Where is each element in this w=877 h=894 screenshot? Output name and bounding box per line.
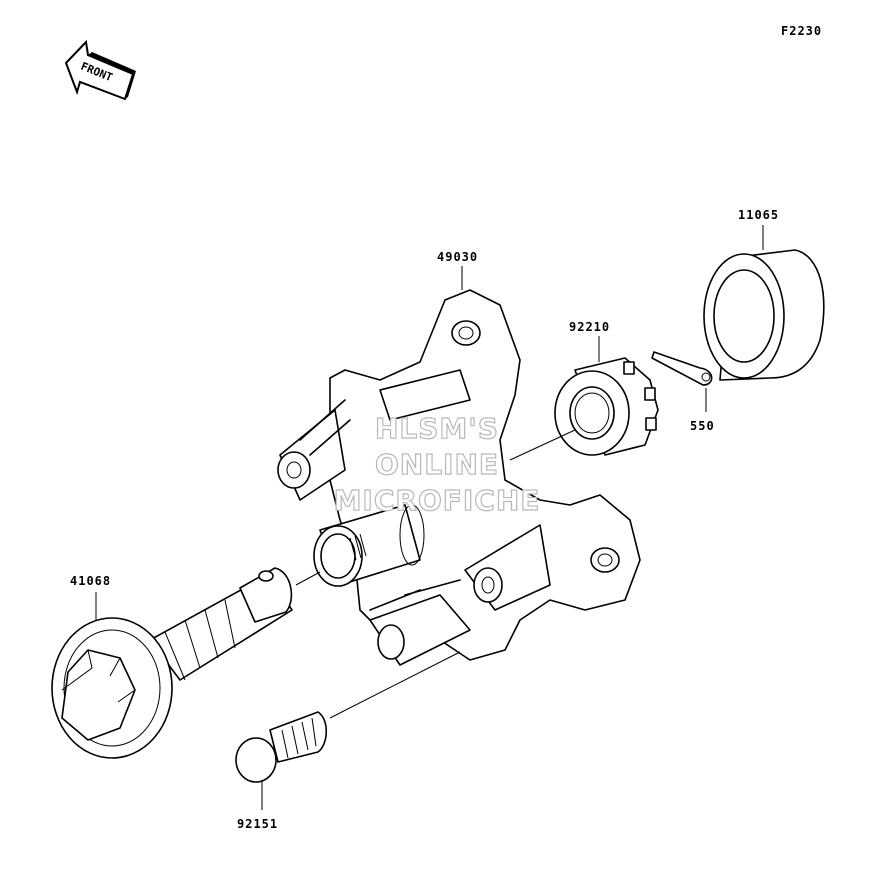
watermark: HLSM'S ONLINE MICROFICHE — [333, 411, 541, 517]
part-label-11065: 11065 — [738, 208, 779, 222]
watermark-line-2: ONLINE — [375, 448, 499, 481]
bolt-92151 — [235, 711, 328, 783]
cotter-pin-550 — [651, 351, 713, 386]
part-label-550: 550 — [690, 419, 715, 433]
part-label-41068: 41068 — [70, 574, 111, 588]
part-label-92151: 92151 — [237, 817, 278, 831]
figure-code: F2230 — [781, 24, 822, 38]
axle-shaft-41068 — [51, 567, 293, 759]
watermark-line-1: HLSM'S — [375, 412, 499, 445]
part-label-92210: 92210 — [569, 320, 610, 334]
housing-49030 — [277, 289, 641, 666]
bushing-11065 — [703, 249, 825, 381]
leader-lines — [95, 225, 764, 810]
part-label-49030: 49030 — [437, 250, 478, 264]
castle-nut-92210 — [554, 357, 659, 456]
watermark-line-3: MICROFICHE — [334, 484, 541, 517]
front-arrow-icon: FRONT — [64, 39, 136, 101]
